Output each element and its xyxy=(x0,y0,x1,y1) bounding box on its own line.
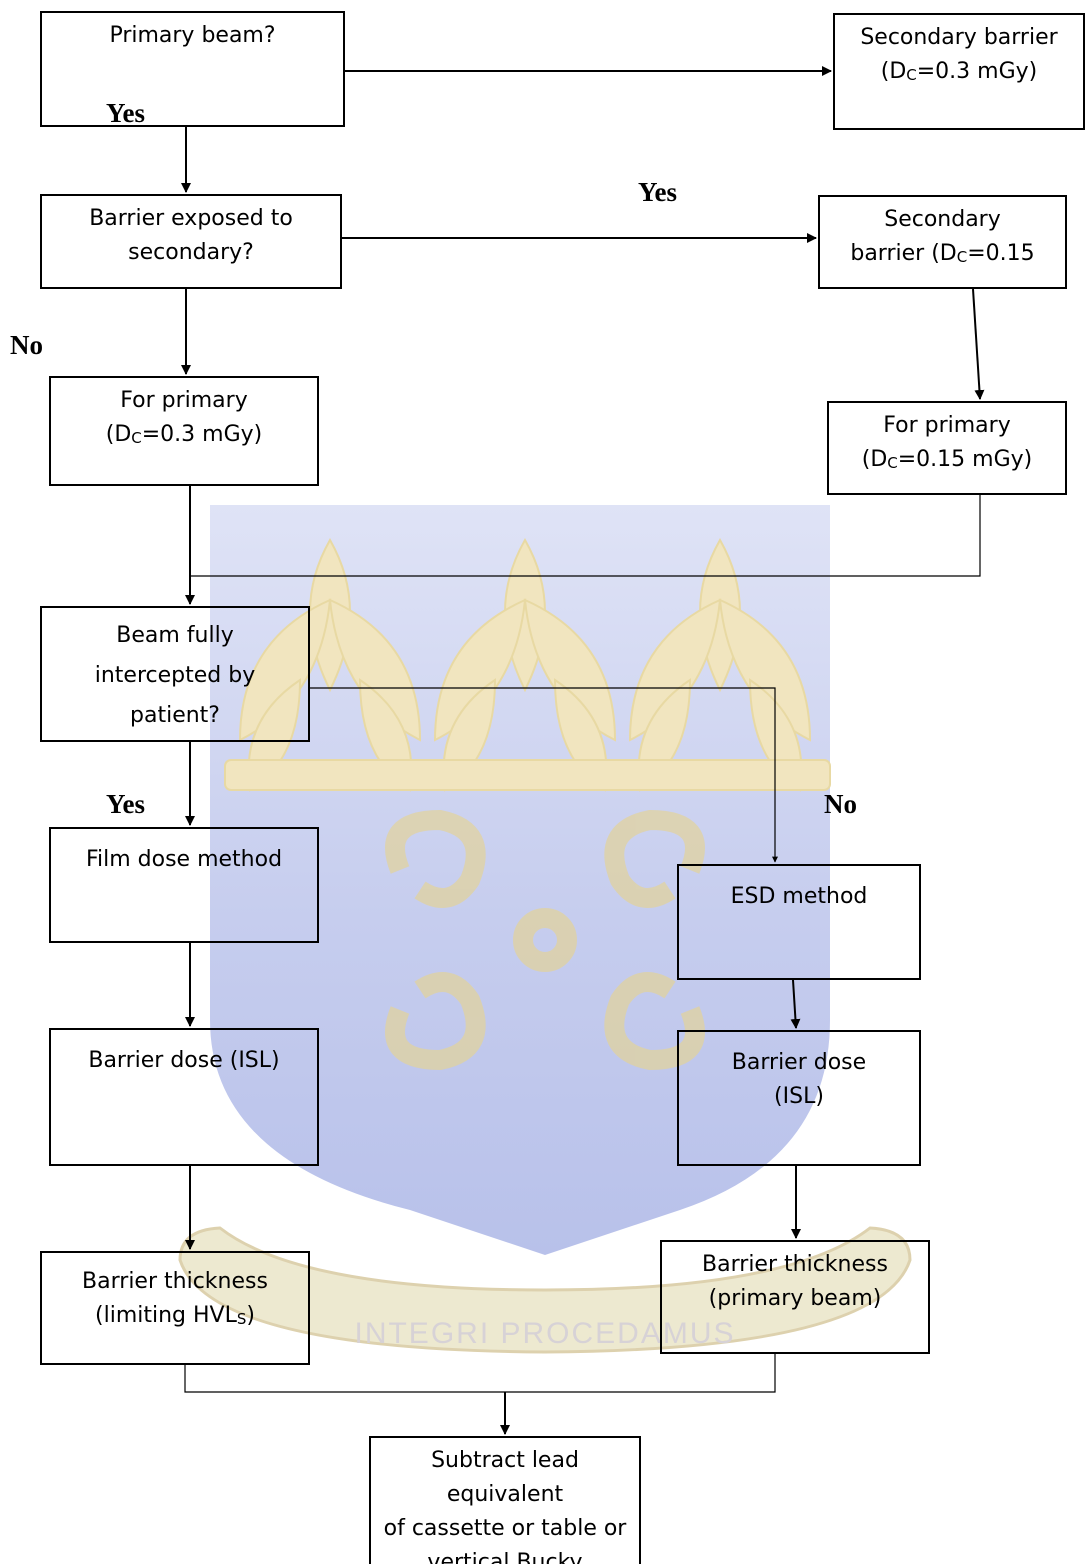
node-film-dose-method: Film dose method xyxy=(49,827,319,943)
node-for-primary-015: For primary (DC=0.15 mGy) xyxy=(827,401,1067,495)
node-secondary-barrier-03: Secondary barrier (DC=0.3 mGy) xyxy=(833,13,1085,130)
node-beam-fully-intercepted: Beam fully intercepted by patient? xyxy=(40,606,310,742)
node-barrier-thickness-primary: Barrier thickness (primary beam) xyxy=(660,1240,930,1354)
edge-secondary-015-to-for-primary-015 xyxy=(972,288,985,400)
node-for-primary-03: For primary (DC=0.3 mGy) xyxy=(49,376,319,486)
palm-leaves xyxy=(224,537,831,792)
node-esd-method: ESD method xyxy=(677,864,921,980)
label-no-2: No xyxy=(824,789,857,819)
edge-esd-to-barrier-dose xyxy=(790,979,801,1029)
label-yes-2: Yes xyxy=(638,177,677,207)
node-primary-beam: Primary beam? xyxy=(40,11,345,127)
node-subtract-lead: Subtract lead equivalent of cassette or … xyxy=(369,1436,641,1564)
label-no-1: No xyxy=(10,330,43,360)
label-yes-3: Yes xyxy=(106,789,145,819)
node-barrier-dose-film: Barrier dose (ISL) xyxy=(49,1028,319,1166)
edge-thickness-merge xyxy=(184,1354,776,1393)
motto-scroll xyxy=(178,1226,912,1354)
motto-text: INTEGRI PROCEDAMUS xyxy=(354,1317,735,1350)
node-barrier-exposed: Barrier exposed to secondary? xyxy=(40,194,342,289)
adinkra-symbol xyxy=(385,809,705,1071)
node-barrier-thickness-hvl: Barrier thickness (limiting HVLS) xyxy=(40,1251,310,1365)
node-secondary-barrier-015: Secondary barrier (DC=0.15 xyxy=(818,195,1067,289)
node-barrier-dose-esd: Barrier dose (ISL) xyxy=(677,1030,921,1166)
edge-for-primary-015-merge xyxy=(190,495,981,577)
label-yes-1: Yes xyxy=(106,98,145,128)
edge-beam-fully-to-esd xyxy=(310,687,778,863)
